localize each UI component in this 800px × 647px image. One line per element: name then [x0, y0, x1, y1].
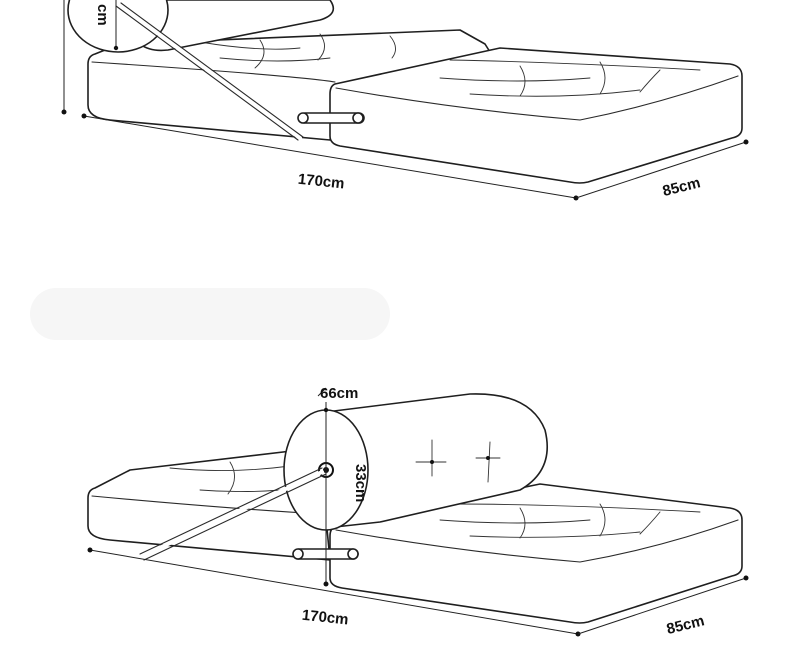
bottom-diameter-label: 66cm: [320, 385, 358, 402]
top-width-label: 85cm: [661, 174, 702, 200]
top-bolster-end: [67, 0, 169, 53]
bottom-dimensions: [87, 387, 749, 637]
bottom-back-cushion: [87, 449, 331, 561]
top-tufting: [199, 33, 701, 97]
bottom-strap: [136, 470, 324, 560]
bottom-front-tufting: [439, 503, 701, 539]
bottom-bolster-height-label: 33cm: [352, 464, 369, 502]
top-bolster-height-label: cm: [94, 4, 111, 26]
top-dimensions: [61, 0, 749, 201]
bottom-sofa-bed-illustration: [87, 393, 743, 624]
bottom-bolster: [325, 393, 549, 529]
bottom-bolster-tufts: [415, 439, 501, 483]
top-handle: [297, 112, 365, 124]
top-strap: [116, 2, 302, 140]
bottom-length-label: 170cm: [301, 607, 349, 629]
bottom-width-label: 85cm: [665, 612, 706, 638]
bottom-front-cushion: [329, 483, 743, 624]
top-sofa-bed-illustration: [67, 0, 743, 184]
top-length-label: 170cm: [297, 171, 345, 193]
divider-band: [30, 288, 390, 340]
